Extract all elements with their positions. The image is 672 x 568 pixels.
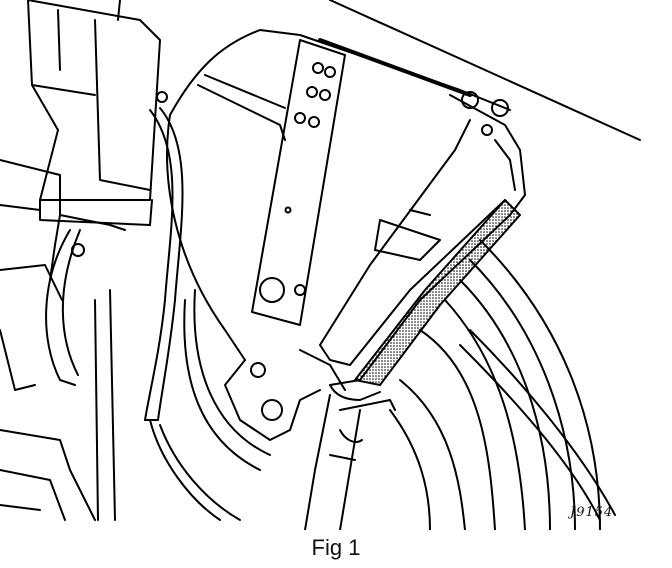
wiring-harness-right [390, 240, 615, 530]
technical-line-drawing [0, 0, 672, 530]
module-clamp [225, 350, 345, 440]
mounting-strap [252, 40, 345, 325]
figure-reference-code: J9154 [570, 505, 614, 520]
figure-caption: Fig 1 [311, 535, 361, 560]
wiring-harness-left [46, 108, 270, 520]
left-bracket [0, 160, 125, 520]
relay-box [28, 0, 167, 225]
control-module [320, 92, 525, 385]
connector-plug [305, 385, 395, 530]
housing-plate [167, 0, 640, 360]
